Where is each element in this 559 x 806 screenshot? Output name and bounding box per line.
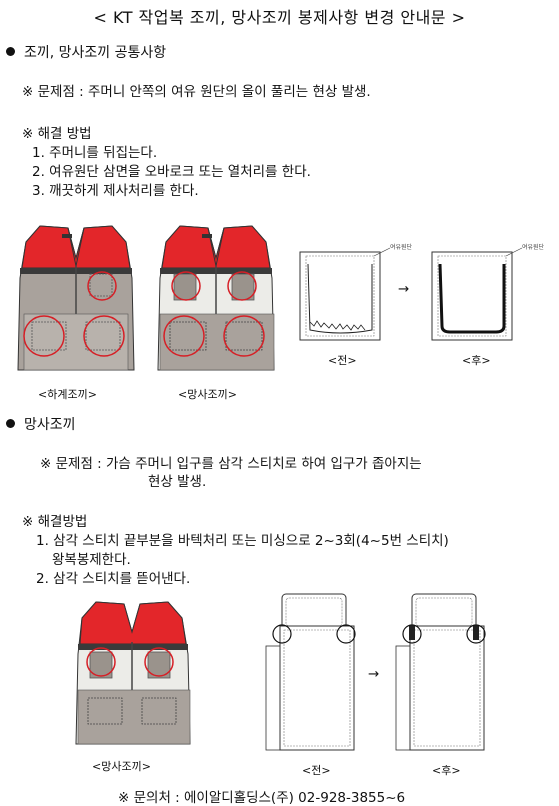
caption-before: <전> (328, 354, 357, 367)
callout-label-right: 여유원단 (522, 244, 545, 251)
highlight-circle (466, 624, 486, 644)
vest-body (75, 601, 191, 745)
contact-info: ※ 문의처 : 에이알디홀딩스(주) 02-928-3855~6 (118, 790, 406, 806)
caption-mesh-vest-2: <망사조끼> (92, 760, 151, 773)
arrow-icon: → (398, 281, 410, 297)
highlight-circle (83, 315, 125, 357)
caption-mesh-vest: <망사조끼> (178, 388, 237, 401)
section2-step1-line2: 왕복봉제한다. (52, 552, 131, 568)
caption-after-2: <후> (432, 764, 461, 777)
flap-pocket-before-diagram (265, 593, 356, 751)
page-title: < KT 작업복 조끼, 망사조끼 봉제사항 변경 안내문 > (93, 8, 466, 27)
caption-before-2: <전> (302, 764, 331, 777)
highlight-circle (336, 624, 356, 644)
bullet-icon (6, 47, 15, 56)
arrow-icon-2: → (368, 666, 380, 682)
mesh-vest-illustration-2 (75, 601, 191, 745)
highlight-circle (163, 315, 205, 357)
vest-body (17, 225, 135, 371)
callout-line (373, 247, 391, 257)
bullet-icon (6, 419, 15, 428)
section2-heading: 망사조끼 (6, 414, 76, 434)
section1-step-2: 2. 여유원단 삼면을 오바로크 또는 열처리를 한다. (32, 164, 311, 180)
section2-problem-line1: ※ 문제점 : 가슴 주머니 입구를 삼각 스티치로 하여 입구가 좁아지는 (40, 456, 422, 472)
highlight-circle (86, 647, 116, 677)
section1-step-3: 3. 깨끗하게 제사처리를 한다. (32, 183, 199, 199)
mesh-vest-illustration (157, 225, 275, 371)
highlight-circle (227, 271, 257, 301)
highlight-circle (272, 624, 292, 644)
vest-body (157, 225, 275, 371)
section2-step2: 2. 삼각 스티치를 뜯어낸다. (36, 571, 191, 587)
pocket-after-diagram (431, 247, 523, 341)
section2-problem-line2: 현상 발생. (148, 474, 207, 490)
section1-problem: ※ 문제점 : 주머니 안쪽의 여유 원단의 올이 풀리는 현상 발생. (22, 84, 371, 100)
section1-heading-text: 조끼, 망사조끼 공통사항 (24, 45, 167, 61)
highlight-circle (223, 315, 265, 357)
highlight-circle (402, 624, 422, 644)
highlight-circle (144, 647, 174, 677)
highlight-circle (171, 271, 201, 301)
callout-label-left: 여유원단 (390, 244, 413, 251)
callout-line (505, 247, 523, 257)
section1-solution-heading: ※ 해결 방법 (22, 126, 92, 142)
section1-step-1: 1. 주머니를 뒤집는다. (32, 145, 158, 161)
bartack-mark (409, 626, 415, 640)
bartack-mark (473, 626, 479, 640)
pocket-before-diagram (299, 247, 391, 341)
summer-vest-illustration (17, 225, 135, 371)
highlight-circle (23, 315, 65, 357)
section1-heading: 조끼, 망사조끼 공통사항 (6, 42, 166, 62)
section2-heading-text: 망사조끼 (24, 417, 76, 433)
highlight-circle (87, 271, 117, 301)
section2-solution-heading: ※ 해결방법 (22, 514, 88, 530)
section2-step1-line1: 1. 삼각 스티치 끝부분을 바텍처리 또는 미싱으로 2~3회(4~5번 스티… (36, 533, 449, 549)
caption-summer-vest: <하계조끼> (38, 388, 97, 401)
caption-after: <후> (462, 354, 491, 367)
flap-pocket-after-diagram (395, 593, 486, 751)
